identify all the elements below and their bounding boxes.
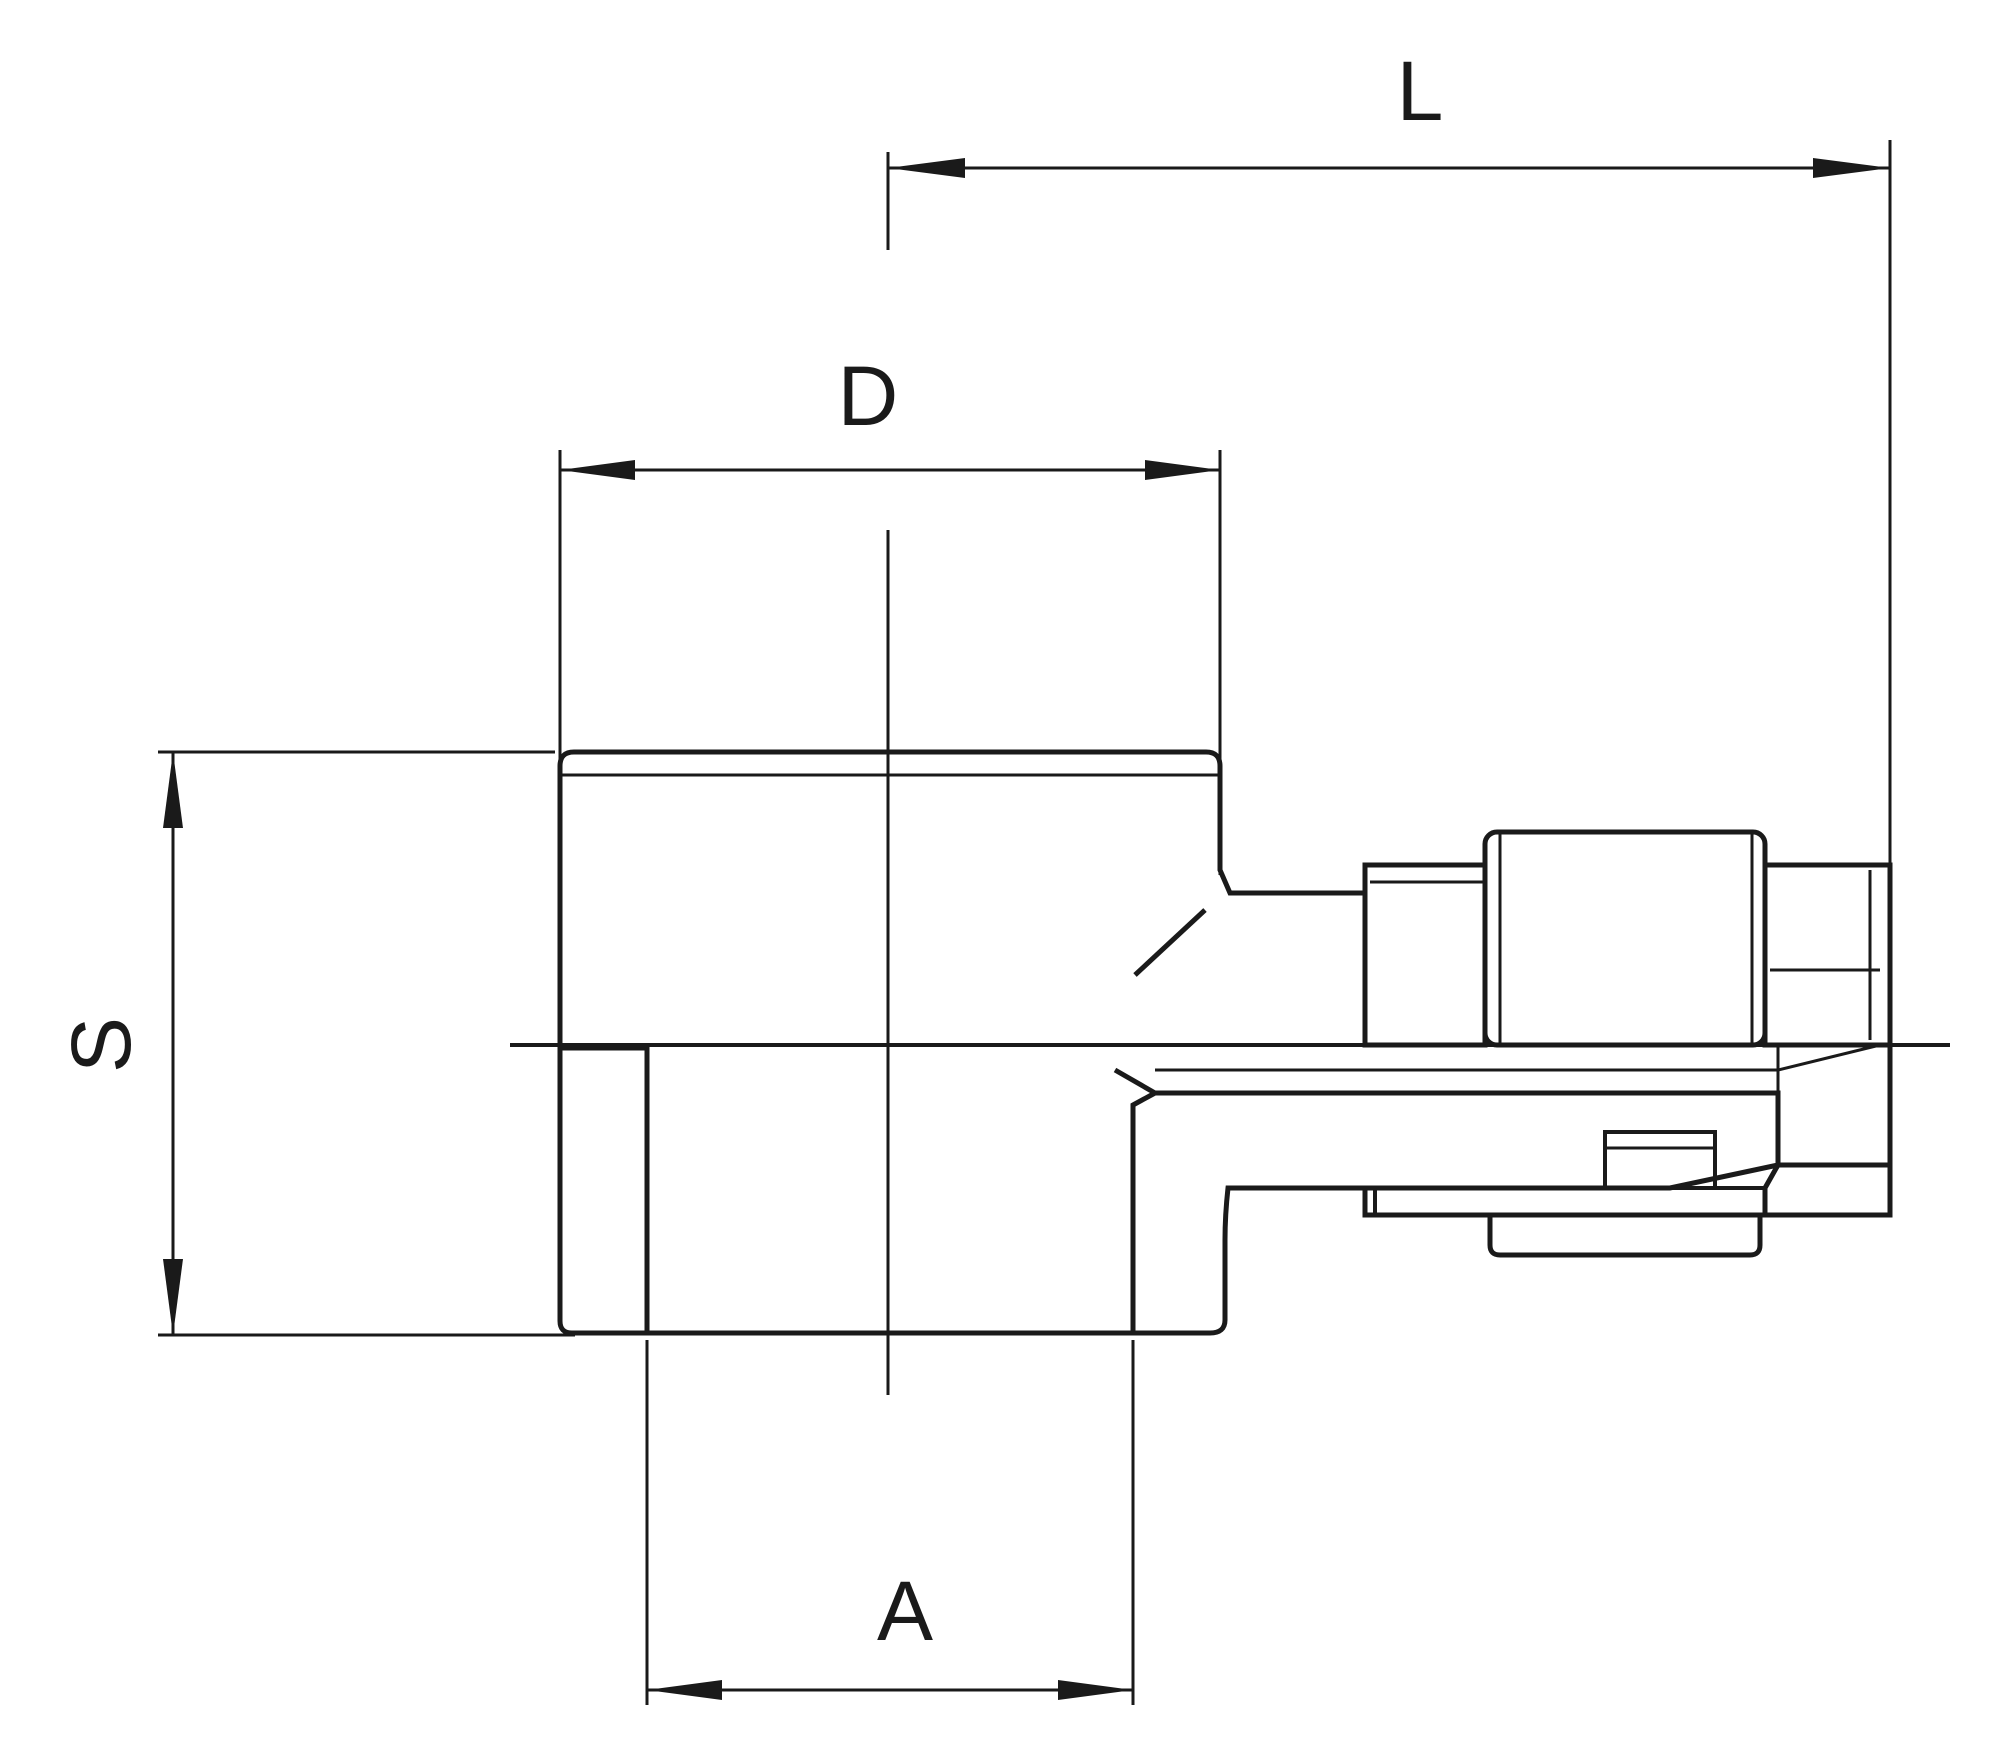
arrowhead: [163, 752, 183, 828]
hatched-wall-left: [557, 1045, 650, 1336]
arrowhead: [647, 1680, 722, 1700]
arrowhead: [163, 1259, 183, 1335]
dimension-label-s: S: [54, 1017, 148, 1073]
nut-tip: [1762, 862, 1893, 1048]
fitting-body-top: [557, 749, 1368, 1045]
dimension-l: L: [886, 44, 1892, 865]
hatched-nut-sleeve: [1487, 1212, 1763, 1258]
dimension-label-l: L: [1397, 44, 1444, 138]
arrowhead: [1145, 460, 1220, 480]
dimension-s: S: [54, 750, 575, 1337]
hatched-wall-right: [1130, 1090, 1781, 1336]
knurled-nut: [1362, 829, 1893, 1048]
fitting-section-bottom: [557, 1043, 1893, 1336]
dimension-label-d: D: [838, 349, 899, 443]
dimension-label-a: A: [877, 1564, 933, 1658]
knurl-band: [1482, 829, 1768, 1048]
nut-hub: [1362, 862, 1488, 1048]
hatched-tip: [1762, 1162, 1893, 1218]
arrowhead: [560, 460, 635, 480]
break-line: [1133, 908, 1207, 977]
arrowhead: [888, 158, 965, 178]
dimension-d: D: [558, 349, 1222, 875]
dimension-a: A: [645, 1340, 1135, 1705]
arrowhead: [1058, 1680, 1133, 1700]
arrowhead: [1813, 158, 1890, 178]
hatched-hub: [1373, 1186, 1767, 1217]
